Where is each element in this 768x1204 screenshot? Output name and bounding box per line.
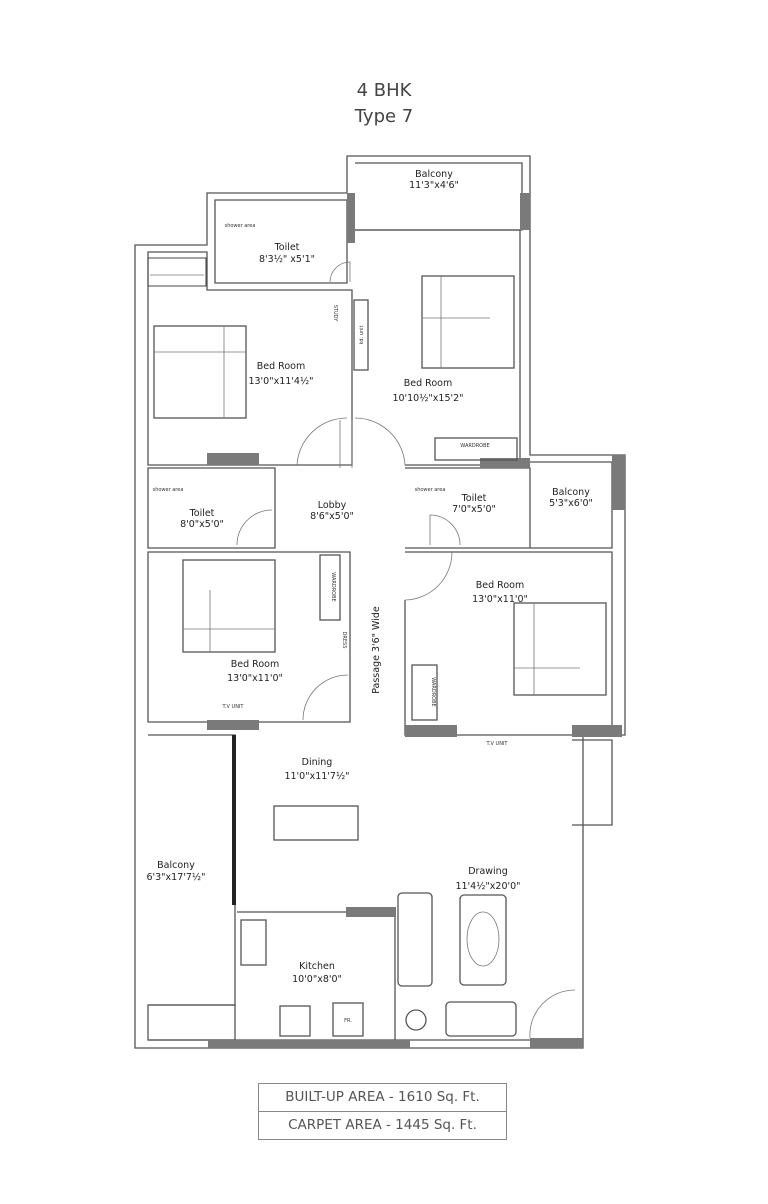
passage-label: Passage 3'6" Wide	[371, 606, 382, 694]
room-dims: 10'0"x8'0"	[292, 974, 342, 985]
room-name: Toilet	[461, 493, 487, 504]
room-dims: 11'4½"x20'0"	[455, 881, 520, 892]
sofa	[397, 892, 433, 987]
bed	[421, 275, 515, 369]
room-dims: 13'0"x11'0"	[472, 594, 528, 605]
carpet-area: CARPET AREA - 1445 Sq. Ft.	[259, 1111, 506, 1139]
fixture-label: T.V UNIT	[222, 704, 245, 710]
dining-table	[273, 805, 359, 841]
room-name: Balcony	[415, 169, 453, 180]
bed	[153, 325, 247, 419]
sofa	[445, 1001, 517, 1037]
plan-subtitle: Type 7	[354, 106, 414, 127]
room-name: Bed Room	[476, 580, 524, 591]
built-up-area: BUILT-UP AREA - 1610 Sq. Ft.	[285, 1089, 480, 1105]
fixture-label: shower area	[225, 223, 256, 229]
room-dims: 11'0"x11'7½"	[284, 771, 349, 782]
room-name: Bed Room	[257, 361, 305, 372]
room-name: Balcony	[552, 487, 590, 498]
area-table: BUILT-UP AREA - 1610 Sq. Ft. CARPET AREA…	[258, 1083, 507, 1140]
room-dims: 8'6"x5'0"	[310, 511, 354, 522]
fixture-label: DRESS	[341, 632, 347, 649]
fixture-label: WARDROBE	[460, 443, 489, 449]
room-dims: 13'0"x11'0"	[227, 673, 283, 684]
bed	[513, 602, 607, 696]
wardrobe	[411, 664, 438, 721]
doors	[236, 261, 576, 1039]
walls	[134, 155, 626, 1049]
fixture-label: T.V UNIT	[486, 741, 509, 747]
room-name: Kitchen	[299, 961, 335, 972]
furniture	[153, 275, 607, 1037]
room-name: Lobby	[318, 500, 347, 511]
room-name: Bed Room	[231, 659, 279, 670]
room-dims: 11'3"x4'6"	[409, 180, 459, 191]
sink	[240, 919, 267, 966]
fixture-label: shower area	[153, 487, 184, 493]
stove	[279, 1005, 311, 1037]
plan-title: 4 BHK	[356, 80, 412, 101]
fixture-label: shower area	[415, 487, 446, 493]
fixture-label: FR.	[344, 1018, 352, 1024]
wardrobe	[434, 437, 518, 461]
room-name: Balcony	[157, 860, 195, 871]
room-name: Drawing	[468, 866, 508, 877]
room-dims: 10'10½"x15'2"	[392, 393, 463, 404]
room-name: Toilet	[189, 508, 215, 519]
room-dims: 7'0"x5'0"	[452, 504, 496, 515]
fixture-label: WARDROBE	[430, 677, 436, 706]
room-dims: 5'3"x6'0"	[549, 498, 593, 509]
room-name: Toilet	[274, 242, 300, 253]
fixture-labels: shower area shower area shower area T.V …	[153, 223, 509, 1024]
room-dims: 8'3½" x5'1"	[259, 254, 315, 265]
wardrobe	[319, 554, 341, 621]
fixture-label: kd. unit	[359, 325, 365, 344]
room-dims: 8'0"x5'0"	[180, 519, 224, 530]
room-labels: Balcony 11'3"x4'6" Toilet 8'3½" x5'1" Be…	[146, 169, 592, 985]
bed	[182, 559, 276, 653]
fixture-label: WARDROBE	[330, 572, 336, 601]
fridge	[332, 1002, 364, 1037]
fixture-label: STUDY	[332, 305, 338, 322]
room-name: Bed Room	[404, 378, 452, 389]
room-name: Dining	[302, 757, 333, 768]
kd-unit	[353, 299, 369, 371]
center-table	[459, 894, 507, 986]
room-dims: 13'0"x11'4½"	[248, 376, 313, 387]
room-dims: 6'3"x17'7½"	[146, 872, 205, 883]
